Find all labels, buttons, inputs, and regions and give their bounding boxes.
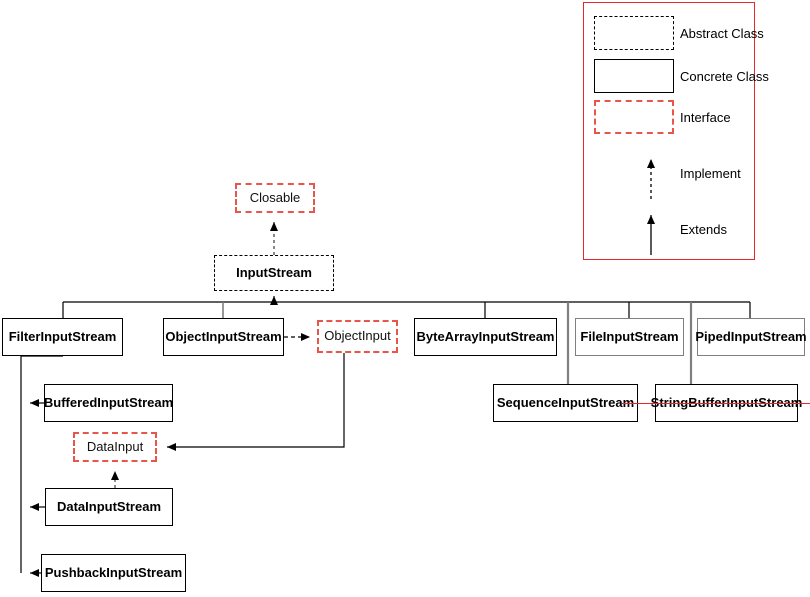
node-object-input[interactable]: ObjectInput — [317, 320, 398, 353]
legend-swatch-interface — [594, 100, 674, 134]
node-label: DataInput — [86, 438, 144, 454]
edge-spine-filterinputstream-subclasses — [20, 338, 64, 577]
node-filter-input-stream[interactable]: FilterInputStream — [2, 318, 123, 356]
node-label: FileInputStream — [580, 328, 679, 344]
node-sequence-input-stream[interactable]: SequenceInputStream — [493, 384, 638, 422]
legend-swatch-abstract-class — [594, 16, 674, 50]
legend-swatch-implement-arrow — [594, 143, 674, 203]
legend-label: Extends — [680, 221, 727, 237]
legend-panel: Abstract Class Concrete Class Interface — [583, 2, 769, 260]
solid-arrow-icon — [647, 215, 655, 255]
node-byte-array-input-stream[interactable]: ByteArrayInputStream — [414, 318, 557, 356]
node-label: FilterInputStream — [8, 328, 117, 344]
node-object-input-stream[interactable]: ObjectInputStream — [163, 318, 284, 356]
legend-row-implement: Implement — [584, 143, 754, 203]
legend-label: Interface — [680, 109, 731, 125]
node-input-stream[interactable]: InputStream — [214, 255, 334, 291]
dashed-arrow-icon — [647, 159, 655, 199]
edge-objectinput-extends-datainput — [167, 353, 345, 451]
node-data-input-stream[interactable]: DataInputStream — [45, 488, 173, 526]
node-piped-input-stream[interactable]: PipedInputStream — [695, 318, 807, 356]
node-label: Closable — [249, 189, 301, 205]
node-label: PipedInputStream — [695, 328, 807, 344]
legend-row-abstract-class: Abstract Class — [584, 11, 764, 55]
node-label: ObjectInput — [324, 328, 391, 344]
node-label: InputStream — [236, 264, 312, 280]
node-label: ObjectInputStream — [165, 328, 282, 344]
legend-row-interface: Interface — [584, 95, 754, 139]
node-string-buffer-input-stream[interactable]: StringBufferInputStream — [621, 384, 810, 422]
node-label: PushbackInputStream — [44, 564, 183, 580]
node-label: SequenceInputStream — [496, 394, 635, 410]
legend-label: Abstract Class — [680, 25, 764, 41]
legend-label: Implement — [680, 165, 741, 181]
legend-swatch-concrete-class — [594, 59, 674, 93]
legend-swatch-extends-arrow — [594, 199, 674, 259]
node-buffered-input-stream[interactable]: BufferedInputStream — [44, 384, 173, 422]
node-label: ByteArrayInputStream — [416, 328, 555, 344]
node-data-input[interactable]: DataInput — [73, 432, 157, 462]
node-closable[interactable]: Closable — [235, 183, 315, 213]
node-label: BufferedInputStream — [43, 394, 174, 410]
legend-row-extends: Extends — [584, 199, 754, 259]
legend-label: Concrete Class — [680, 68, 769, 84]
legend-row-concrete-class: Concrete Class — [584, 54, 769, 98]
node-label: StringBufferInputStream — [621, 395, 810, 410]
node-pushback-input-stream[interactable]: PushbackInputStream — [41, 554, 186, 592]
node-file-input-stream[interactable]: FileInputStream — [575, 318, 684, 356]
node-label: DataInputStream — [56, 498, 162, 514]
